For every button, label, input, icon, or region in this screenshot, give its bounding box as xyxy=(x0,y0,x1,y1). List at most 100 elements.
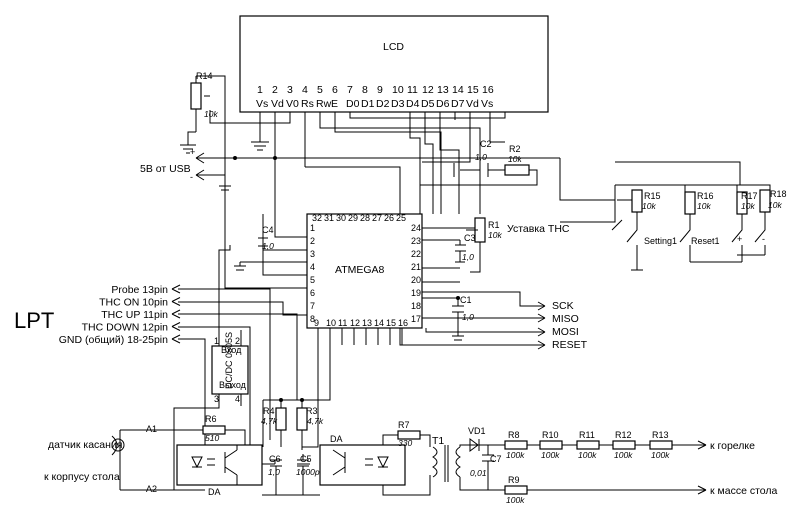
mcu-pin-right: 24 xyxy=(411,223,421,233)
mcu-pin-left: 4 xyxy=(310,262,315,272)
mcu-pin-right: 20 xyxy=(411,275,421,285)
lcd-pin-name: E xyxy=(331,98,338,110)
lcd-pin-number: 10 xyxy=(392,84,404,96)
mcu-pin-bottom: 9 xyxy=(314,318,319,328)
mcu-pin-bottom: 13 xyxy=(362,318,372,328)
c7-ref: C7 xyxy=(490,454,502,464)
lpt-line-label: THC DOWN 12pin xyxy=(82,322,169,334)
lcd-pin-name: Vd xyxy=(466,98,479,110)
c6-value: 1,0 xyxy=(268,467,280,477)
c7-value: 0,01 xyxy=(470,468,487,478)
r9-value: 100k xyxy=(506,495,525,505)
r10-value: 100k xyxy=(541,450,560,460)
mcu-pin-top: 32 xyxy=(312,213,322,223)
lcd-title: LCD xyxy=(383,41,404,53)
r15-ref: R15 xyxy=(644,191,661,201)
r1-value: 10k xyxy=(488,230,502,240)
mcu-pin-top: 29 xyxy=(348,213,358,223)
c1-ref: C1 xyxy=(460,295,472,305)
lcd-pin-name: Rs xyxy=(301,98,314,110)
c4-ref: C4 xyxy=(262,225,274,235)
button-setting-label: Setting1 xyxy=(644,236,677,246)
mcu-pin-bottom: 16 xyxy=(398,318,408,328)
mcu-pin-left: 7 xyxy=(310,301,315,311)
mcu-pin-right: 23 xyxy=(411,236,421,246)
mcu-pin-left: 5 xyxy=(310,275,315,285)
optocoupler-right-label: DA xyxy=(330,434,343,444)
mcu-body xyxy=(306,213,423,329)
r12-value: 100k xyxy=(614,450,633,460)
c4-value: 1,0 xyxy=(262,241,274,251)
isp-reset: RESET xyxy=(552,339,588,351)
mcu-pin-right: 19 xyxy=(411,288,421,298)
dcdc-pin3: 3 xyxy=(214,394,219,404)
dcdc-pin4: 4 xyxy=(235,394,240,404)
r14-value: 10k xyxy=(204,109,218,119)
r15-value: 10k xyxy=(642,201,656,211)
lcd-pin-name: D4 xyxy=(406,98,420,110)
button-plus-label: + xyxy=(737,234,742,244)
usb-minus: - xyxy=(190,172,193,182)
lpt-line-label: THC ON 10pin xyxy=(99,297,168,309)
usb-label: 5В от USB xyxy=(140,163,191,175)
lcd-wiring xyxy=(209,110,506,214)
mcu-pin-left: 8 xyxy=(310,314,315,324)
lcd-pin-name: D1 xyxy=(361,98,375,110)
mcu-pin-top: 30 xyxy=(336,213,346,223)
lcd-pin-number: 14 xyxy=(452,84,464,96)
mcu-pin-left: 3 xyxy=(310,249,315,259)
filter-caps: C6 1,0 C5 1000p xyxy=(262,454,320,496)
button-minus-label: - xyxy=(762,234,765,244)
r3-ref: R3 xyxy=(306,406,318,416)
lpt-line-label: Probe 13pin xyxy=(111,284,168,296)
isp-sck: SCK xyxy=(552,300,574,312)
dcdc-input: Вход xyxy=(221,345,242,355)
c3-value: 1,0 xyxy=(462,252,474,262)
lcd-pin-number: 2 xyxy=(272,84,278,96)
optocoupler-left-label: DA xyxy=(208,487,221,497)
lpt-line-arrow xyxy=(171,309,181,319)
lpt-line-label: GND (общий) 18-25pin xyxy=(59,334,168,346)
sensor-body-label: к корпусу стола xyxy=(44,471,120,483)
lcd-pin-name: D3 xyxy=(391,98,405,110)
r8-value: 100k xyxy=(506,450,525,460)
r2-value: 10k xyxy=(508,154,522,164)
mcu-pin-bottom: 10 xyxy=(326,318,336,328)
dcdc-pin1: 1 xyxy=(214,336,219,346)
mcu-pin-bottom: 12 xyxy=(350,318,360,328)
mcu-pin-top: 27 xyxy=(372,213,382,223)
mcu-pin-bottom: 14 xyxy=(374,318,384,328)
button-array: R15 10k R16 10k R17 10k R18 10k Setting1… xyxy=(559,158,787,271)
lcd-pin-name: D6 xyxy=(436,98,450,110)
sensor-a2: А2 xyxy=(146,484,157,494)
mcu-wiring: R1 10k Уставка ТНС C3 1,0 C1 1,0 C4 1,0 xyxy=(224,125,570,341)
c6-ref: C6 xyxy=(269,454,281,464)
mcu-pin-bottom: 15 xyxy=(386,318,396,328)
r12-ref: R12 xyxy=(615,430,632,440)
usb-plus: + xyxy=(190,147,195,157)
lcd-pin-number: 9 xyxy=(377,84,383,96)
lcd-pin-name: D5 xyxy=(421,98,435,110)
dcdc-converter: Вход DC/DC 0505S Выход 1 2 3 4 xyxy=(173,245,249,491)
dcdc-output: Выход xyxy=(219,380,247,390)
lpt-line-label: THC UP 11pin xyxy=(101,309,168,321)
lcd-pin-name: Rw xyxy=(316,98,332,110)
lcd-pin-name: V0 xyxy=(286,98,299,110)
r18-value: 10k xyxy=(768,200,782,210)
r7-value: 330 xyxy=(398,438,412,448)
mcu-pin-right: 22 xyxy=(411,249,421,259)
power-input: + - 5В от USB xyxy=(140,147,560,191)
r4-ref: R4 xyxy=(263,406,275,416)
lpt-title: LPT xyxy=(14,308,54,333)
mcu-name: ATMEGA8 xyxy=(335,264,385,276)
r6-ref: R6 xyxy=(205,414,217,424)
mcu-pin-top: 31 xyxy=(324,213,334,223)
isp-mosi: MOSI xyxy=(552,326,579,338)
lcd-pin-name: D0 xyxy=(346,98,360,110)
lcd-body xyxy=(239,15,549,113)
r6-value: 510 xyxy=(205,433,219,443)
r1-label: Уставка ТНС xyxy=(507,223,570,235)
t1-ref: T1 xyxy=(432,435,444,447)
lcd-pin-number: 6 xyxy=(332,84,338,96)
lcd-pin-number: 4 xyxy=(302,84,308,96)
